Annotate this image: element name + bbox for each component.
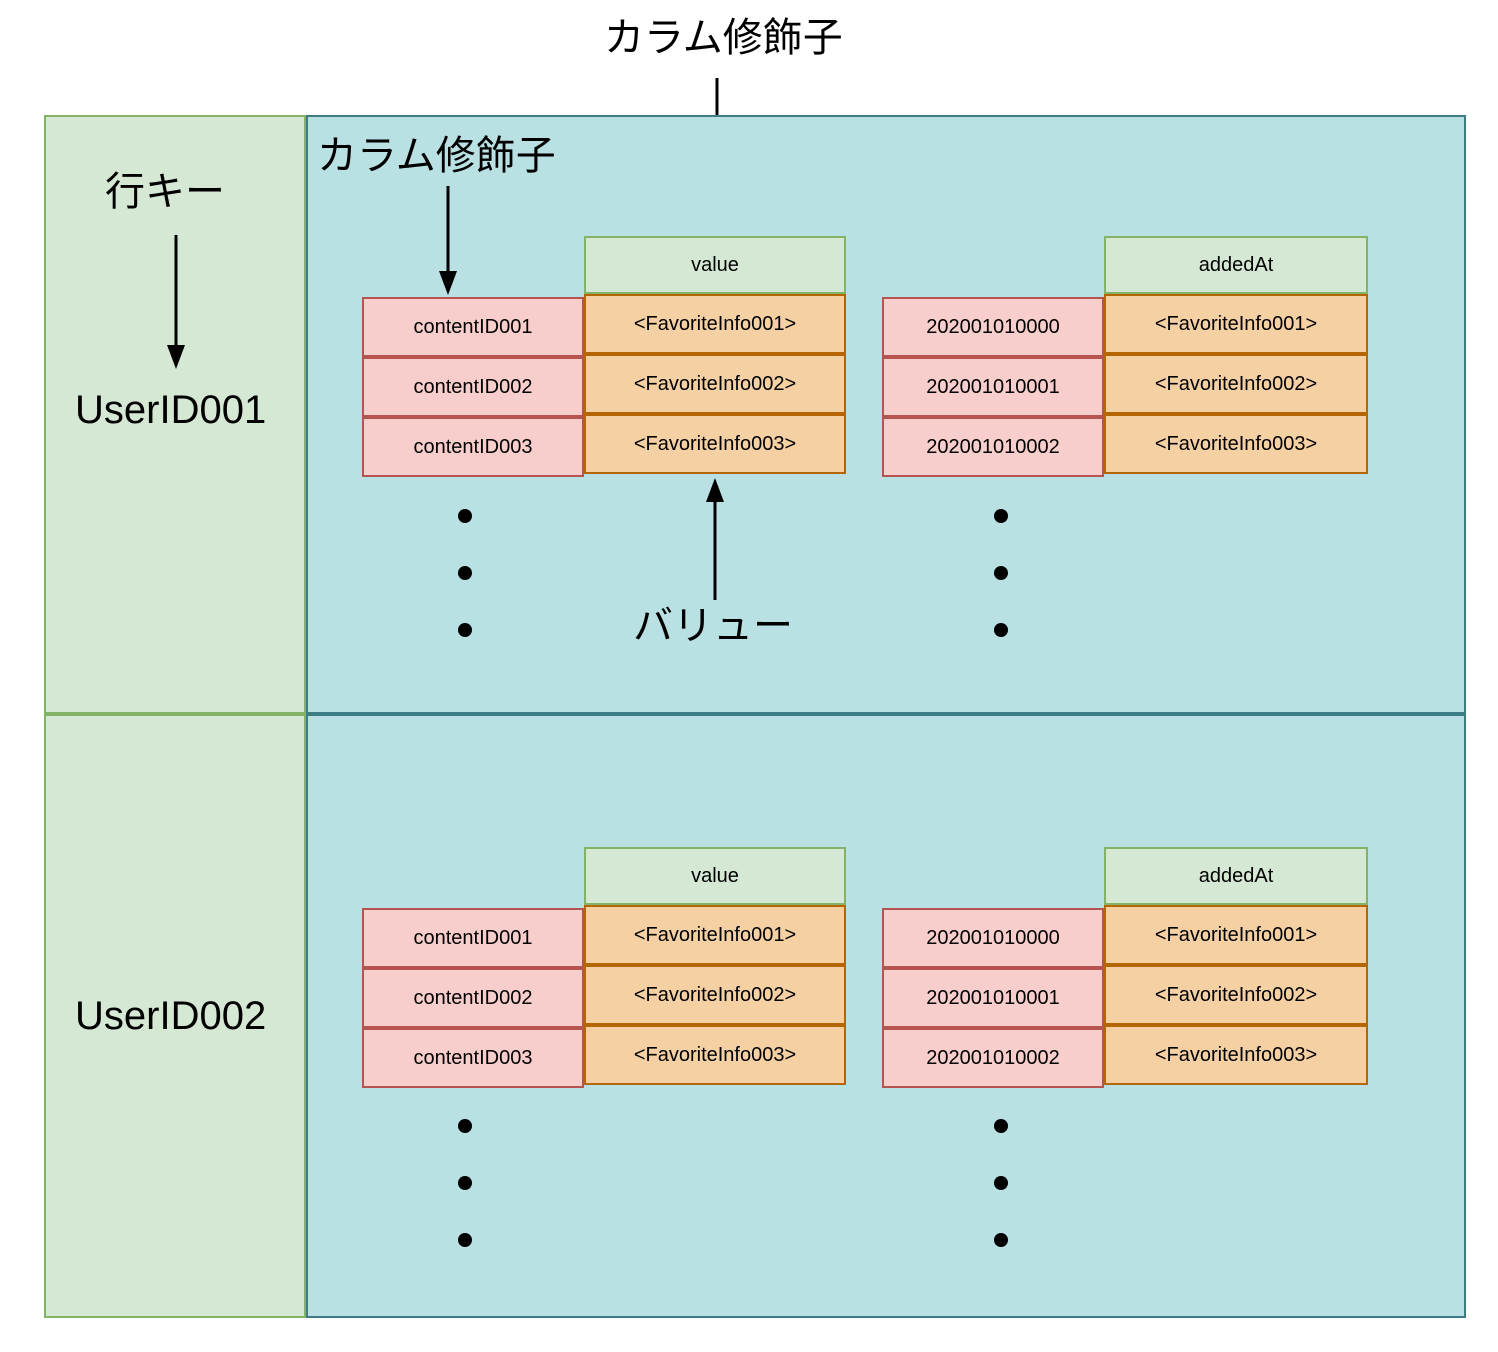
ellipsis-dot — [994, 1233, 1008, 1247]
value-cell: <FavoriteInfo001> — [584, 905, 846, 965]
ellipsis-dot — [458, 1119, 472, 1133]
column-header-addedat-1: addedAt — [1104, 236, 1368, 294]
ellipsis-dot — [994, 1119, 1008, 1133]
value-cell: <FavoriteInfo002> — [1104, 354, 1368, 414]
qualifier-cell: contentID003 — [362, 1028, 584, 1088]
row-key-panel-2 — [44, 714, 306, 1318]
ellipsis-dot — [994, 509, 1008, 523]
ellipsis-dot — [458, 566, 472, 580]
qualifier-cell: contentID001 — [362, 297, 584, 357]
ellipsis-dot — [458, 1176, 472, 1190]
value-cell: <FavoriteInfo003> — [584, 414, 846, 474]
row-key-value-2: UserID002 — [75, 994, 267, 1038]
column-header-value-2: value — [584, 847, 846, 905]
value-cell: <FavoriteInfo002> — [584, 354, 846, 414]
inner-column-qualifier-label: カラム修飾子 — [317, 134, 556, 178]
qualifier-cell: 202001010002 — [882, 1028, 1104, 1088]
value-cell: <FavoriteInfo002> — [584, 965, 846, 1025]
value-callout-arrow — [706, 478, 724, 600]
qualifier-cell: contentID002 — [362, 968, 584, 1028]
qualifier-cell: 202001010000 — [882, 297, 1104, 357]
ellipsis-dot — [458, 623, 472, 637]
value-cell: <FavoriteInfo003> — [1104, 414, 1368, 474]
qualifier-cell: 202001010000 — [882, 908, 1104, 968]
qualifier-cell: contentID003 — [362, 417, 584, 477]
value-callout-label: バリュー — [633, 604, 793, 648]
value-cell: <FavoriteInfo001> — [1104, 294, 1368, 354]
qualifier-cell: 202001010001 — [882, 357, 1104, 417]
value-cell: <FavoriteInfo001> — [584, 294, 846, 354]
value-cell: <FavoriteInfo001> — [1104, 905, 1368, 965]
ellipsis-dot — [458, 1233, 472, 1247]
row-key-panel-1 — [44, 115, 306, 714]
ellipsis-dot — [994, 1176, 1008, 1190]
row-key-label: 行キー — [105, 170, 225, 214]
top-column-qualifier-label: カラム修飾子 — [604, 16, 843, 60]
ellipsis-dot — [994, 623, 1008, 637]
qualifier-cell: contentID001 — [362, 908, 584, 968]
inner-qualifier-arrow — [439, 186, 457, 295]
column-header-addedat-2: addedAt — [1104, 847, 1368, 905]
ellipsis-dot — [994, 566, 1008, 580]
qualifier-cell: 202001010002 — [882, 417, 1104, 477]
column-header-value-1: value — [584, 236, 846, 294]
row-key-arrow — [167, 235, 185, 369]
value-cell: <FavoriteInfo002> — [1104, 965, 1368, 1025]
value-cell: <FavoriteInfo003> — [1104, 1025, 1368, 1085]
ellipsis-dot — [458, 509, 472, 523]
value-cell: <FavoriteInfo003> — [584, 1025, 846, 1085]
qualifier-cell: 202001010001 — [882, 968, 1104, 1028]
qualifier-cell: contentID002 — [362, 357, 584, 417]
row-key-value-1: UserID001 — [75, 388, 267, 432]
